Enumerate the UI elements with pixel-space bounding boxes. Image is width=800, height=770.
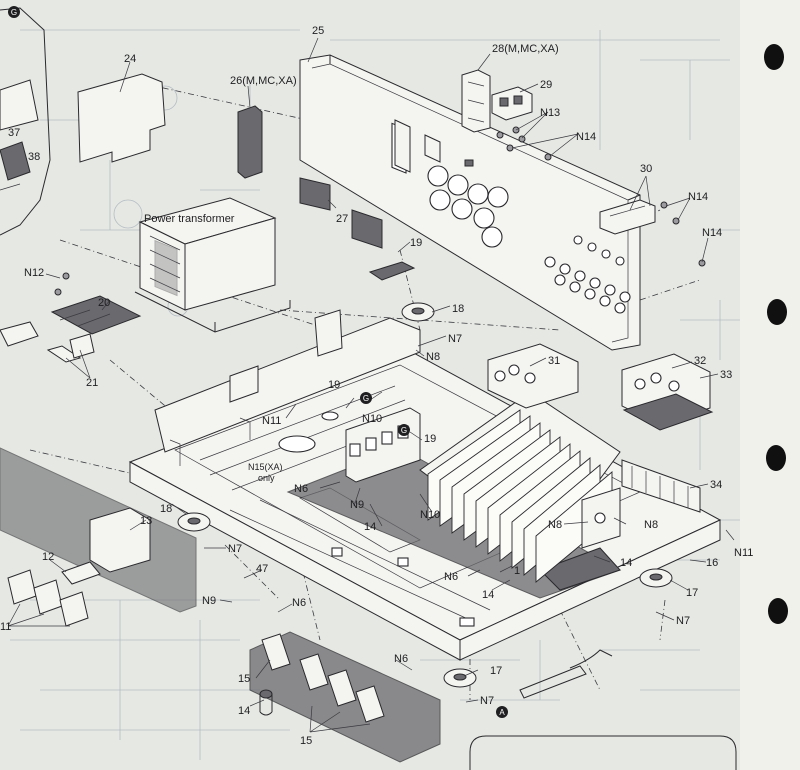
callout-n8-right: N8 (644, 519, 658, 531)
callout-n6-bottom: N6 (292, 597, 306, 609)
power-transformer-label: Power transformer (144, 213, 235, 225)
knobs (177, 302, 673, 688)
rear-panel (299, 54, 641, 351)
callout-1: 1 (514, 565, 520, 577)
callout-n7-left: N7 (228, 543, 242, 555)
callout-29: 29 (540, 79, 552, 91)
callout-n15: N15(XA) (248, 462, 283, 472)
callout-n13: N13 (540, 107, 560, 119)
leader-lines (7, 37, 735, 733)
callout-34: 34 (710, 479, 722, 491)
callout-n10-low: N10 (420, 509, 440, 521)
cover-part (77, 73, 166, 163)
callout-n7-top: N7 (448, 333, 462, 345)
marker-g-chassis-text: G (363, 394, 369, 403)
callout-n6-front: N6 (444, 571, 458, 583)
heatsink (419, 391, 621, 583)
callout-labels: 24 25 26(M,MC,XA) 27 28(M,MC,XA) 29 30 3… (0, 25, 753, 747)
callout-21: 21 (86, 377, 98, 389)
callout-14-front: 14 (482, 589, 494, 601)
callout-n9-left: N9 (202, 595, 216, 607)
callout-n6-chassis: N6 (294, 483, 308, 495)
screws-top (54, 126, 706, 296)
callout-18-left: 18 (160, 503, 172, 515)
callout-14-right: 14 (620, 557, 632, 569)
circled-markers: G G G A (8, 6, 508, 718)
callout-14-bottom: 14 (238, 705, 250, 717)
callout-n14-top: N14 (576, 131, 596, 143)
callout-12: 12 (42, 551, 54, 563)
callout-n7-right: N7 (676, 615, 690, 627)
callout-26: 26(M,MC,XA) (230, 75, 297, 87)
callout-n8-heatsink: N8 (548, 519, 562, 531)
callout-19-mid: 19 (328, 379, 340, 391)
callout-n9-chassis: N9 (350, 499, 364, 511)
callout-n15-only: only (258, 473, 275, 483)
callout-24: 24 (124, 53, 136, 65)
callout-15-bottom: 15 (300, 735, 312, 747)
marker-g-inset-text: G (11, 8, 17, 17)
cable-assembly (519, 649, 613, 699)
callout-11: 11 (0, 621, 11, 633)
callout-18-top: 18 (452, 303, 464, 315)
callout-38: 38 (28, 151, 40, 163)
marker-a (496, 706, 508, 718)
callout-30: 30 (640, 163, 652, 175)
marker-a-text: A (499, 708, 505, 717)
callout-n8-top: N8 (426, 351, 440, 363)
power-transformer (134, 197, 291, 333)
callout-31: 31 (548, 355, 560, 367)
callout-20: 20 (98, 297, 110, 309)
callout-28: 28(M,MC,XA) (492, 43, 559, 55)
inset-detail (0, 7, 51, 236)
binder-holes (764, 44, 788, 624)
callout-n11-right: N11 (734, 547, 753, 559)
page-margin (740, 0, 800, 770)
callout-n10-mid: N10 (362, 413, 382, 425)
callout-n14-far: N14 (702, 227, 722, 239)
callout-n11-chassis: N11 (262, 415, 281, 427)
callout-17-right: 17 (686, 587, 698, 599)
callout-14-chassis: 14 (364, 521, 376, 533)
callout-37: 37 (8, 127, 20, 139)
front-bracket (0, 447, 197, 627)
callout-17-bottom: 17 (490, 665, 502, 677)
marker-g-chassis (360, 392, 372, 404)
callout-19-top: 19 (410, 237, 422, 249)
callout-n7-bottom: N7 (480, 695, 494, 707)
callout-13: 13 (140, 515, 152, 527)
marker-g-right-text: G (401, 426, 407, 435)
callout-19-right: 19 (424, 433, 436, 445)
terminal-parts-top (461, 69, 656, 235)
callout-32: 32 (694, 355, 706, 367)
callout-n14-right: N14 (688, 191, 708, 203)
note-box (469, 735, 737, 770)
callout-15-top: 15 (238, 673, 250, 685)
callout-27: 27 (336, 213, 348, 225)
terminal-blocks (487, 343, 714, 513)
insulating-sheets (237, 105, 416, 281)
marker-g-right (398, 424, 410, 436)
callout-n12: N12 (24, 267, 44, 279)
callout-47: 47 (256, 563, 268, 575)
callout-33: 33 (720, 369, 732, 381)
pcb-left (0, 295, 142, 363)
callout-25: 25 (312, 25, 324, 37)
callout-16: 16 (706, 557, 718, 569)
callout-n6-switch: N6 (394, 653, 408, 665)
marker-g-inset (8, 6, 20, 18)
